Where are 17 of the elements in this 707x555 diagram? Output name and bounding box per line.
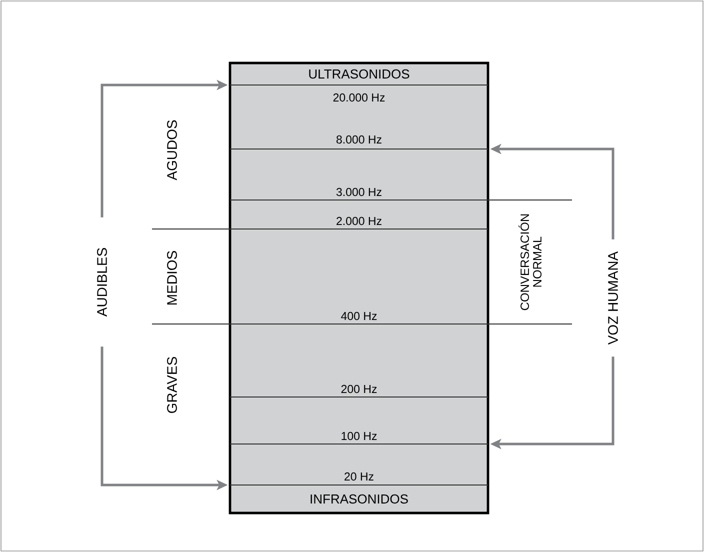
frequency-label: 20.000 Hz bbox=[333, 93, 385, 102]
frequency-label: 3.000 Hz bbox=[336, 188, 382, 196]
band-label: GRAVES bbox=[167, 356, 177, 413]
frequency-label: 400 Hz bbox=[341, 312, 377, 320]
spectrum-column bbox=[228, 62, 490, 514]
frequency-label: 20 Hz bbox=[344, 472, 374, 481]
frequency-label: INFRASONIDOS bbox=[310, 494, 408, 504]
frequency-label: ULTRASONIDOS bbox=[309, 69, 410, 79]
band-label: AGUDOS bbox=[167, 120, 177, 180]
frequency-label: 100 Hz bbox=[342, 432, 377, 440]
frequency-label: 8.000 Hz bbox=[336, 135, 382, 144]
band-label: MEDIOS bbox=[167, 251, 177, 304]
band-label: CONVERSACIÓN NORMAL bbox=[518, 214, 542, 310]
range-label: AUDIBLES bbox=[97, 248, 107, 317]
frequency-label: 200 Hz bbox=[341, 384, 377, 394]
frequency-label: 2.000 Hz bbox=[336, 216, 382, 226]
range-label: VOZ HUMANA bbox=[608, 251, 618, 345]
